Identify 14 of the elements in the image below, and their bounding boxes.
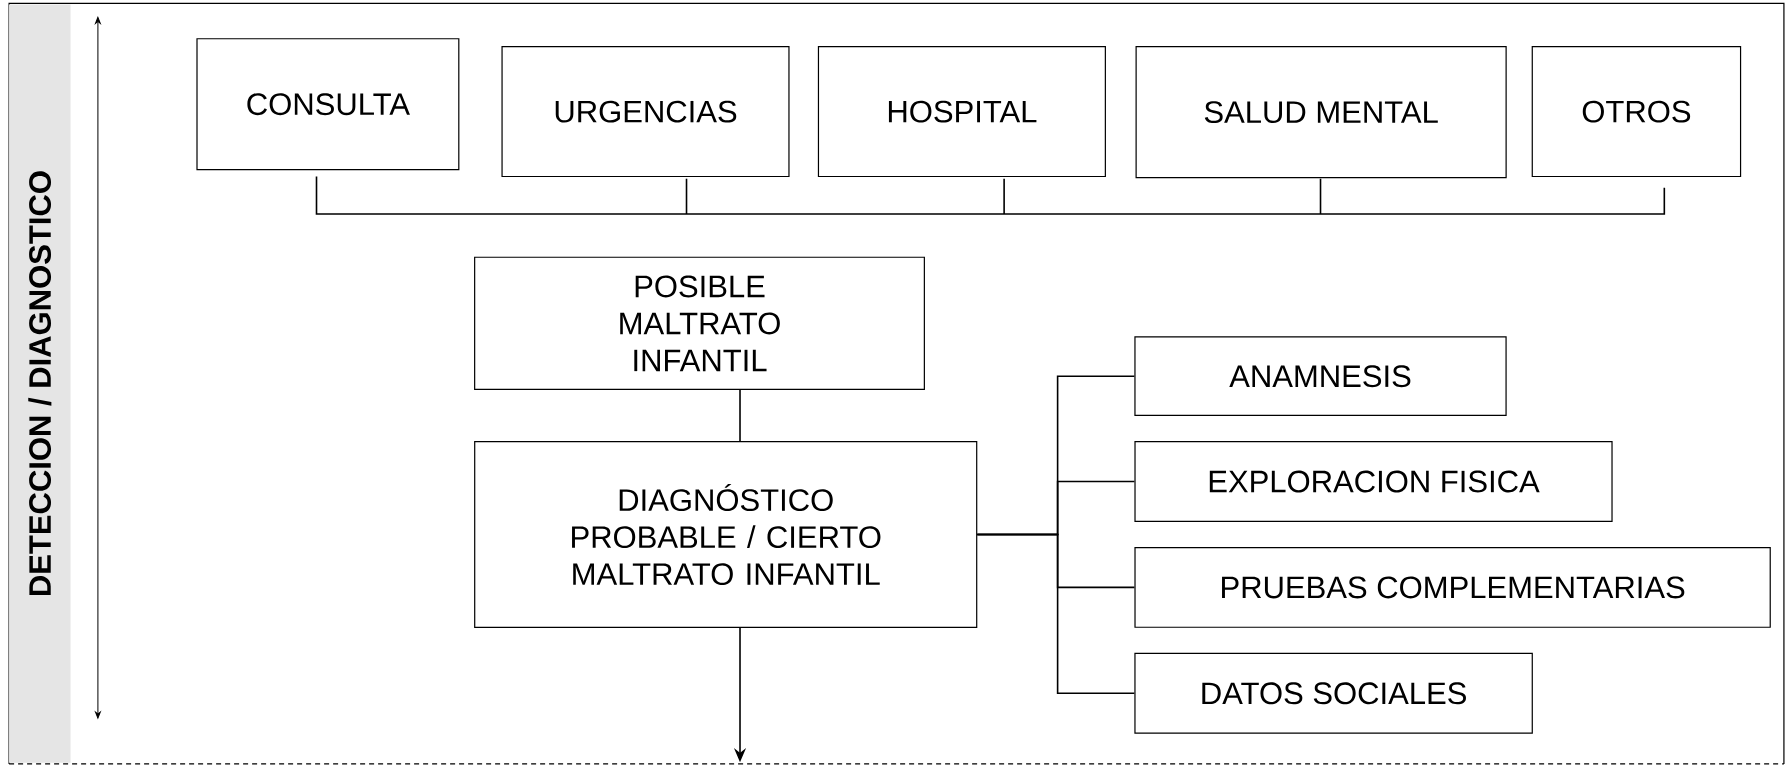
connector — [739, 389, 741, 442]
setting-box: SALUD MENTAL — [1135, 46, 1507, 179]
side-band: DETECCION / DIAGNOSTICO — [9, 4, 71, 763]
setting-box: CONSULTA — [196, 38, 460, 171]
setting-box: OTROS — [1531, 46, 1742, 178]
step-box: ANAMNESIS — [1134, 336, 1507, 417]
setting-box: HOSPITAL — [817, 46, 1106, 178]
process-box: DIAGNÓSTICO PROBABLE / CIERTO MALTRATO INFANTIL — [474, 441, 978, 628]
connector — [976, 533, 1136, 695]
setting-box: URGENCIAS — [501, 46, 790, 178]
process-box: POSIBLE MALTRATO INFANTIL — [474, 256, 925, 390]
step-box: EXPLORACION FISICA — [1134, 441, 1613, 522]
step-box: PRUEBAS COMPLEMENTARIAS — [1134, 546, 1771, 628]
step-box: DATOS SOCIALES — [1134, 652, 1533, 734]
